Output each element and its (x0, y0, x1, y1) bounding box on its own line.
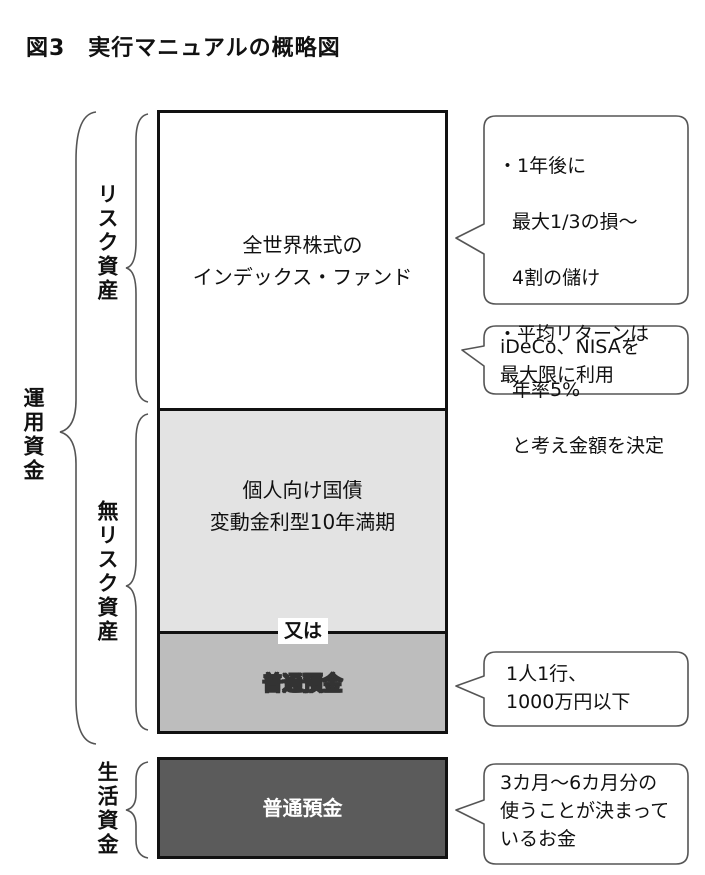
risk-note-line: 最大1/3の損〜 (512, 211, 638, 233)
deposit-note-bubble (455, 651, 689, 727)
risk-assets-label: リスク資産 (95, 183, 119, 303)
figure-title: 図3 実行マニュアルの概略図 (26, 36, 341, 61)
living-note-bubble (455, 763, 689, 865)
ideco-note-text: iDeCo、NISAを 最大限に利用 (500, 336, 640, 386)
riskfree-asset-block: 個人向け国債 変動金利型10年満期 (157, 408, 448, 634)
risk-asset-block: 全世界株式の インデックス・ファンド (157, 110, 448, 411)
living-funds-block-text: 普通預金 (262, 796, 343, 820)
deposit-note-text: 1人1行、 1000万円以下 (506, 663, 631, 713)
risk-assets-brace (125, 113, 149, 403)
operating-funds-brace (59, 111, 97, 745)
risk-note-bubble (455, 115, 689, 305)
deposit-block-text: 普通預金 (262, 670, 343, 695)
risk-note-text: ・1年後に 最大1/3の損〜 4割の儲け ・平均リターンは 年率5% と考え金額… (498, 124, 664, 488)
living-funds-block: 普通預金 (157, 757, 448, 859)
or-label: 又は (278, 618, 328, 644)
deposit-block: 普通預金 (157, 631, 448, 734)
living-funds-label: 生活資金 (95, 761, 119, 857)
riskfree-asset-block-text: 個人向け国債 変動金利型10年満期 (209, 478, 396, 534)
living-funds-brace (125, 761, 149, 859)
risk-note-line: と考え金額を決定 (512, 435, 665, 457)
ideco-note-bubble (461, 325, 689, 395)
riskfree-assets-brace (125, 413, 149, 731)
risk-note-line: ・平均リターンは (498, 323, 650, 345)
riskfree-assets-label: 無リスク資産 (95, 500, 119, 644)
risk-note-line: 4割の儲け (512, 267, 601, 289)
risk-note-line: ・1年後に (498, 155, 587, 177)
risk-note-line: 年率5% (512, 379, 581, 401)
risk-asset-block-text: 全世界株式の インデックス・ファンド (192, 232, 413, 289)
operating-funds-label: 運用資金 (21, 387, 45, 483)
living-note-text: 3カ月〜6カ月分の 使うことが決まって いるお金 (500, 772, 670, 850)
